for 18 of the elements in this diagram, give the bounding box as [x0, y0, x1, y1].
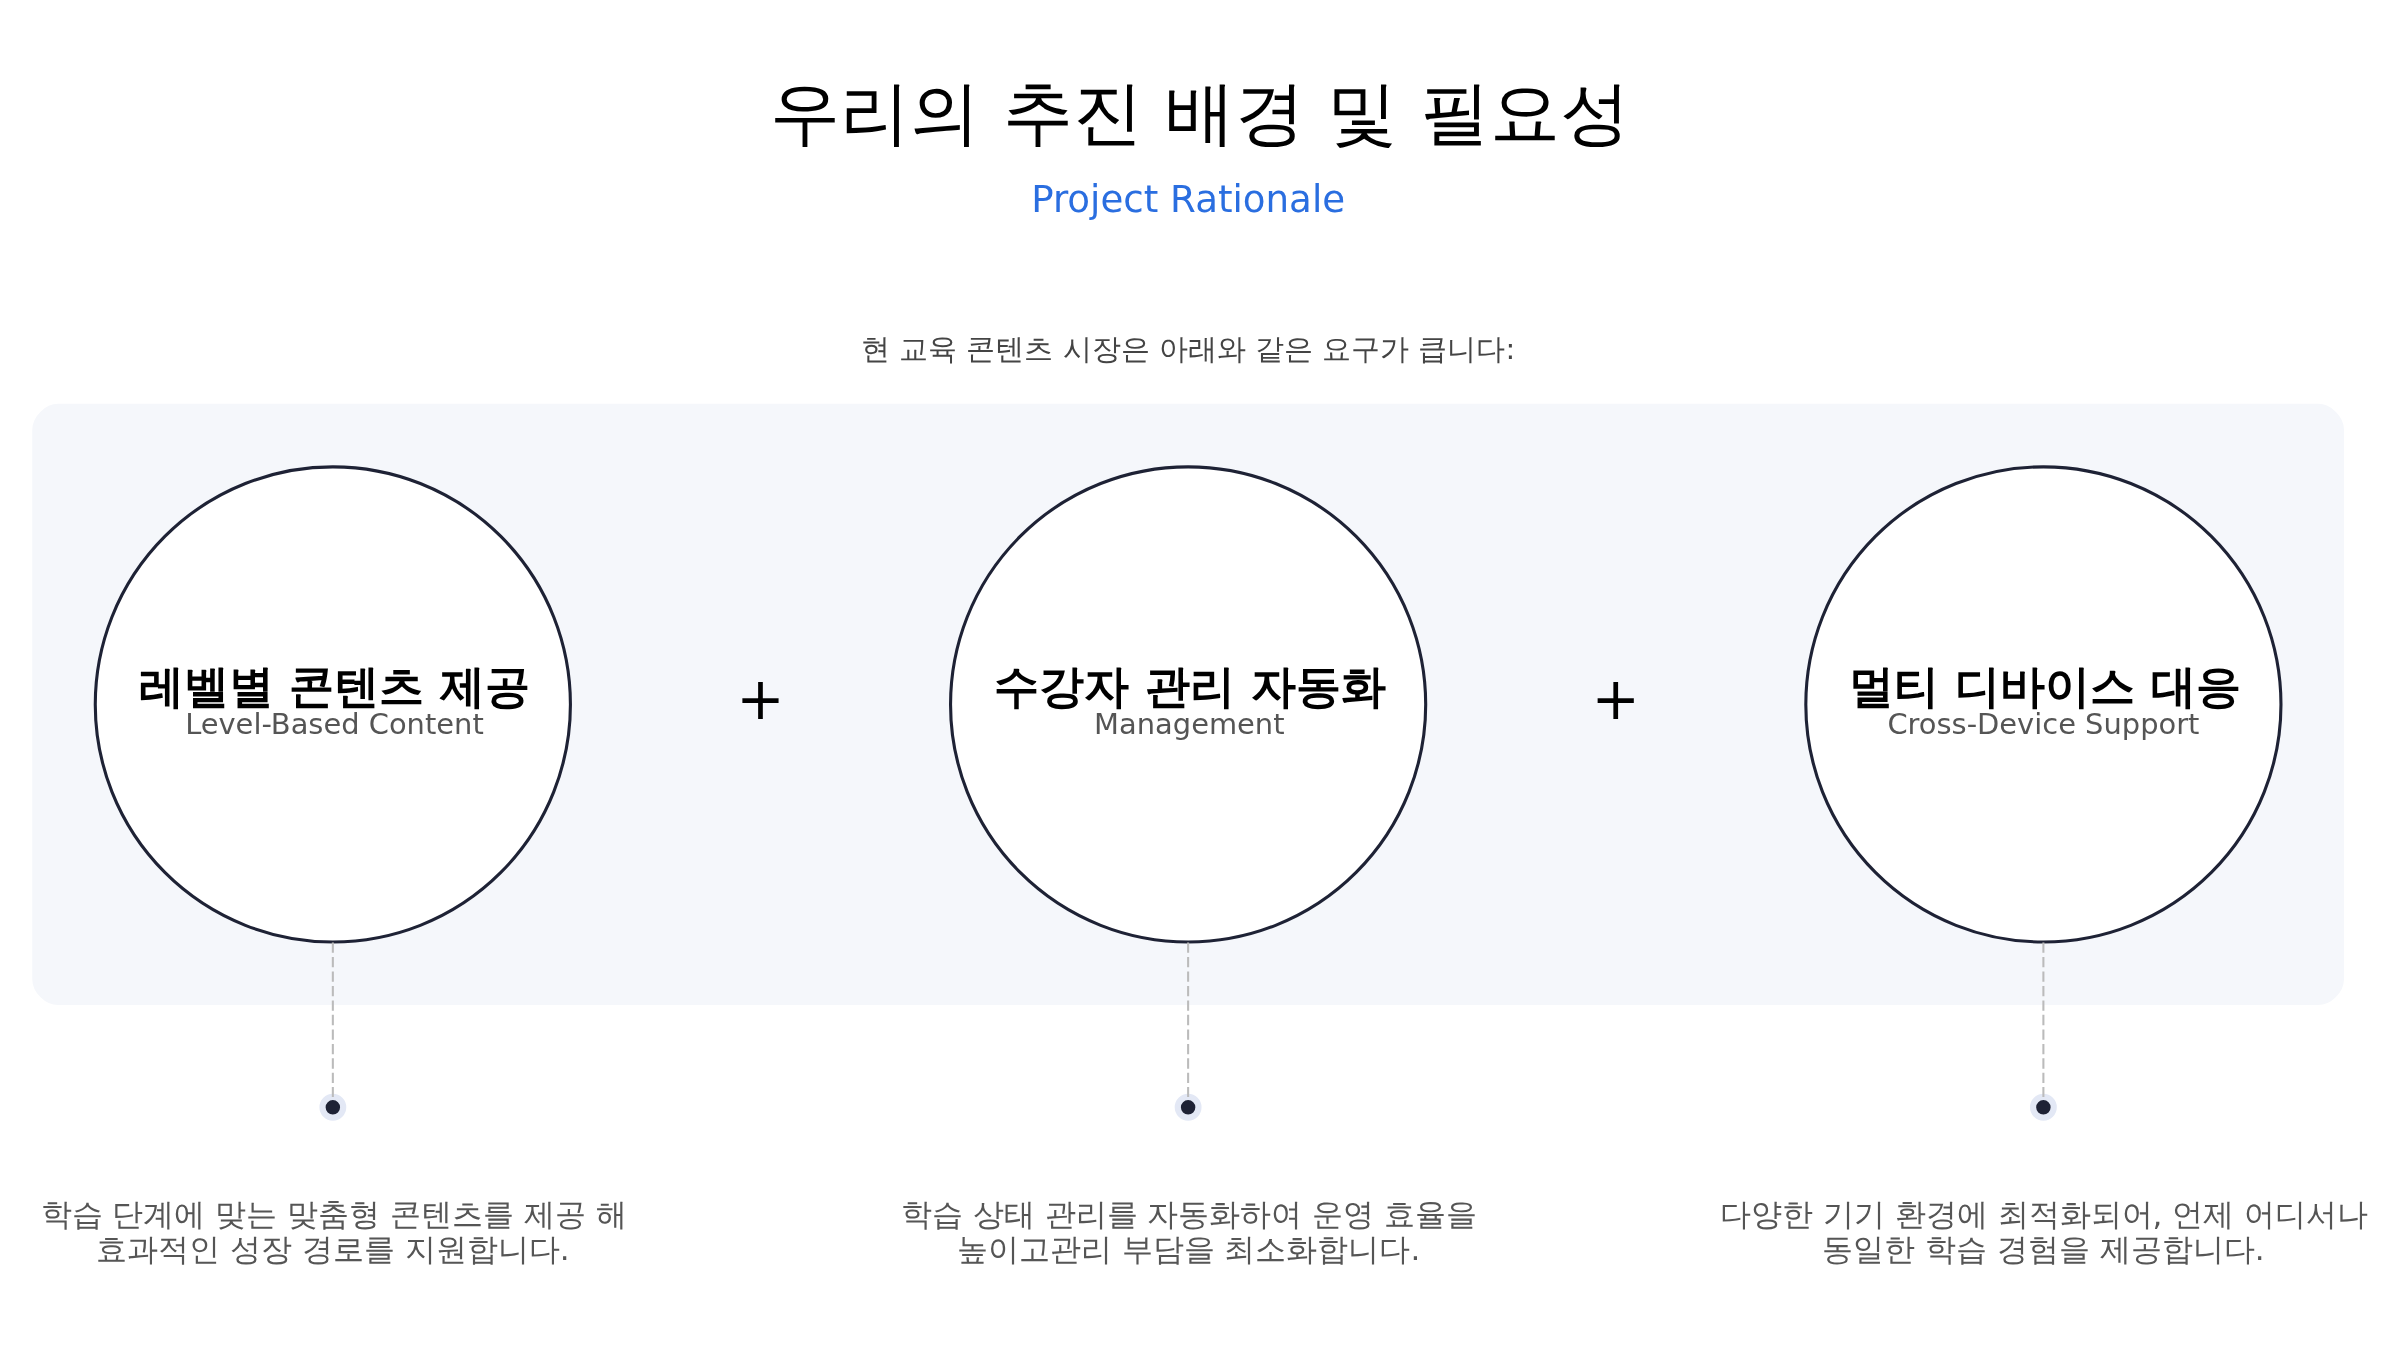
node-label: 학습 단계에 맞는 맞춤형 콘텐츠를 제공 해 효과적인 성장 경로를 지원합니다. — [40, 1195, 627, 1267]
label: + — [1591, 664, 1640, 733]
diagram-title: 우리의 추진 배경 및 필요성 — [770, 71, 1630, 154]
node-circle: 레벨별 콘텐츠 제공 Level-Based Content — [93, 464, 572, 944]
cluster — [32, 403, 2344, 1005]
label: 현 교육 콘텐츠 시장은 아래와 같은 요구가 큽니다: — [861, 331, 1516, 366]
connector — [2042, 941, 2045, 1097]
node-circle — [2029, 1093, 2057, 1121]
label: Project Rationale — [1031, 176, 1346, 220]
connector — [1187, 941, 1190, 1097]
node-circle — [1174, 1093, 1202, 1121]
node-label: 다양한 기기 환경에 최적화되어, 언제 어디서나 동일한 학습 경험을 제공합니다. — [1720, 1195, 2369, 1267]
node-label: 학습 상태 관리를 자동화하여 운영 효율을 높이고관리 부담을 최소화합니다. — [900, 1195, 1478, 1267]
node-circle: 수강자 관리 자동화 Management — [949, 464, 1428, 944]
node-circle: 멀티 디바이스 대응 Cross-Device Support — [1804, 464, 2283, 944]
label: + — [736, 664, 785, 733]
connector — [331, 941, 334, 1097]
node-circle — [319, 1093, 347, 1121]
